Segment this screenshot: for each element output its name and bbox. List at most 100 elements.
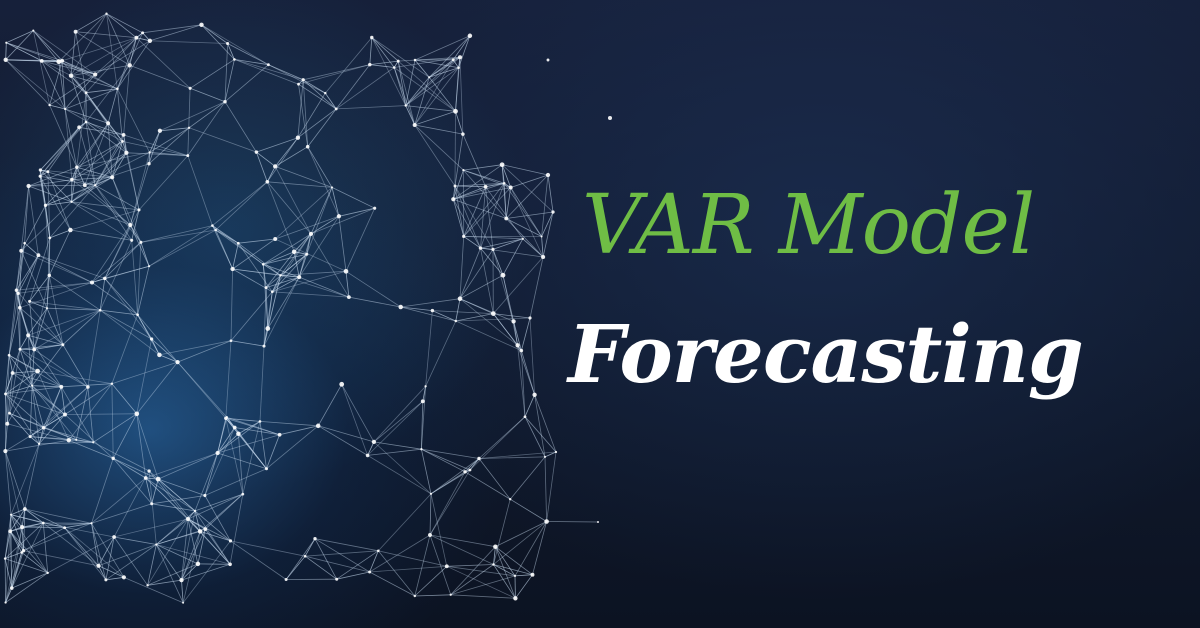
network-node [468,468,472,472]
network-link [393,67,416,126]
network-link [217,434,280,454]
network-node [540,235,543,238]
network-link [317,384,343,426]
network-link [104,242,142,279]
network-node [41,521,45,525]
network-link [5,451,23,528]
network-link [459,247,481,299]
network-node [457,296,463,302]
network-node [273,164,278,169]
network-node [110,175,115,180]
network-link [155,544,184,603]
network-link [84,163,150,186]
network-link [306,187,333,255]
network-link [111,177,131,226]
network-link [32,30,50,106]
network-node [413,58,417,62]
network-link [280,275,300,278]
network-link [181,580,184,603]
network-link [274,146,308,167]
network-link [137,314,178,363]
network-link [335,67,395,110]
network-link [28,166,77,187]
network-link [268,64,326,94]
network-link [324,37,373,94]
network-node [8,529,13,534]
network-node [5,41,8,44]
network-node [7,353,11,357]
network-node [38,174,42,178]
network-link [4,558,48,574]
network-link [142,24,202,34]
network-link [259,346,265,422]
network-link [105,576,124,581]
network-link [5,414,66,452]
network-link [463,187,511,237]
network-link [85,37,137,93]
network-link [232,268,281,276]
network-link [48,237,51,276]
network-link [136,413,159,480]
network-link [38,414,66,445]
network-link [31,349,35,386]
network-link [478,416,526,459]
network-link [230,540,306,557]
network-node [147,38,153,43]
network-node [368,570,372,574]
network-link [369,565,447,573]
network-link [400,298,461,308]
network-node [424,385,427,388]
network-link [463,236,481,249]
network-link [230,291,273,341]
network-link [114,536,157,545]
network-link [5,393,40,445]
network-link [217,427,236,454]
network-node [128,222,133,228]
network-link [265,276,300,288]
network-node [420,448,423,451]
network-link [369,550,379,573]
network-link [463,186,486,237]
network-link [414,594,451,597]
network-link [33,30,63,61]
network-link [275,215,340,240]
network-link [177,340,232,363]
network-link [75,386,89,440]
network-link [267,276,300,329]
network-link [5,450,26,510]
network-link [12,372,62,388]
network-node [150,502,154,506]
network-link [39,176,71,231]
network-node [139,240,143,244]
network-link [129,152,150,226]
network-link [274,166,312,235]
network-link [480,186,486,249]
network-link [265,253,308,288]
network-node [203,527,208,531]
network-link [12,370,38,374]
network-link [414,59,454,126]
network-link [405,59,454,106]
network-link [279,425,319,436]
network-link [194,510,231,542]
network-link [338,207,375,217]
network-link [234,59,304,81]
network-link [452,169,464,200]
network-link [194,452,218,512]
network-link [463,183,505,237]
network-node [63,107,67,111]
network-link [405,105,456,112]
network-link [421,449,432,494]
network-link [453,198,507,219]
network-node [544,519,549,524]
network-link [10,514,23,528]
network-link [393,67,407,106]
network-node [203,493,207,498]
network-link [11,522,44,589]
network-node [339,381,345,387]
network-link [8,354,33,386]
network-link [41,60,66,110]
network-node [478,246,483,250]
network-node [462,234,466,239]
